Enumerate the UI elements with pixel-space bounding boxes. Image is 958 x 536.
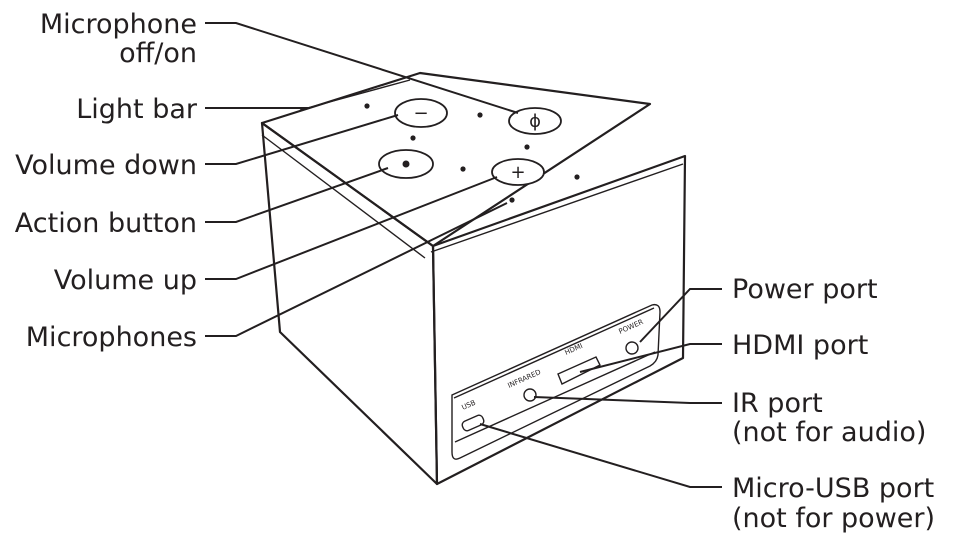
leader-volume-up (205, 176, 498, 280)
left-labels: Microphone off/on Light bar Volume down … (15, 9, 198, 353)
mic-off-icon: ϕ (529, 111, 541, 132)
power-port-label: POWER (618, 318, 645, 336)
leader-power-port (639, 288, 722, 343)
plus-icon: + (510, 162, 525, 183)
leader-volume-down (205, 114, 399, 165)
microphone-dot (524, 144, 530, 150)
right-face (431, 154, 687, 486)
ir-port[interactable] (523, 388, 537, 402)
label-light-bar: Light bar (76, 94, 198, 125)
label-microphone: Microphone (40, 9, 197, 40)
top-face (260, 71, 652, 248)
microphone-dot (460, 166, 466, 172)
leader-hdmi-port (579, 343, 722, 373)
volume-down-button[interactable] (394, 98, 448, 128)
micro-usb-port[interactable] (461, 414, 485, 432)
edge-highlight (261, 134, 426, 259)
microphone-dot (410, 135, 416, 141)
leader-microphone-off (205, 22, 519, 114)
usb-port-label: USB (461, 399, 478, 412)
label-volume-up: Volume up (54, 265, 197, 296)
label-microphone-offon: off/on (119, 38, 197, 69)
leader-lines (205, 22, 722, 488)
leader-action-button (205, 167, 389, 223)
action-dot-icon (402, 160, 410, 168)
leader-ir-port (533, 396, 722, 404)
label-action-button: Action button (15, 208, 197, 239)
port-panel (451, 303, 661, 460)
light-bar (299, 79, 411, 111)
device-body (260, 71, 687, 486)
edge-highlight (430, 163, 684, 253)
microphone-dot (574, 174, 580, 180)
power-port[interactable] (625, 341, 639, 355)
microphone-dot (477, 112, 483, 118)
leader-micro-usb-port (479, 423, 722, 488)
leader-microphones (205, 202, 508, 337)
ports: USB INFRARED HDMI POWER (461, 318, 645, 432)
microphone-dots (364, 103, 580, 203)
label-hdmi-port: HDMI port (732, 330, 868, 361)
label-ir-port-note: (not for audio) (732, 417, 926, 448)
microphone-button[interactable] (508, 107, 562, 135)
label-ir-port: IR port (732, 388, 823, 419)
top-buttons: − + ϕ (378, 98, 562, 186)
volume-up-button[interactable] (491, 158, 545, 186)
right-labels: Power port HDMI port IR port (not for au… (732, 274, 935, 534)
hdmi-port[interactable] (557, 356, 601, 385)
label-microphones: Microphones (26, 322, 197, 353)
label-micro-usb-note: (not for power) (732, 503, 935, 534)
microphone-dot (509, 197, 515, 203)
label-micro-usb-port: Micro-USB port (732, 473, 934, 504)
port-panel-inner (453, 307, 655, 399)
microphone-dot (364, 103, 370, 109)
label-volume-down: Volume down (15, 150, 197, 181)
label-power-port: Power port (732, 274, 878, 305)
minus-icon: − (413, 103, 428, 124)
